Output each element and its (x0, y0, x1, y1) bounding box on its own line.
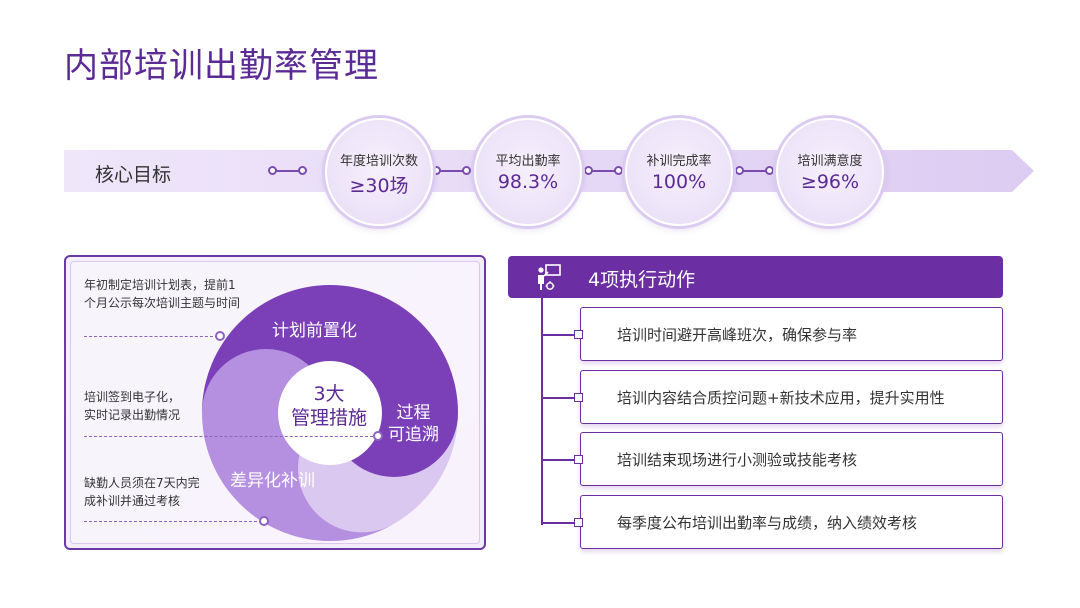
goal-value: 100% (651, 171, 707, 193)
center-label-line2: 管理措施 (290, 407, 367, 429)
goal-label: 年度培训次数 (339, 154, 418, 169)
note-plan: 年初制定培训计划表，提前1个月公示每次培训主题与时间 (84, 278, 241, 310)
connector-line (273, 170, 303, 172)
note-plan-leader (84, 336, 218, 337)
note-process-leader (84, 436, 378, 437)
tree-branch (541, 397, 578, 399)
center-label: 3大 管理措施 (280, 382, 378, 430)
connector-line (740, 170, 770, 172)
goal-value: ≥30场 (349, 175, 409, 197)
goal-circle-training-count: 年度培训次数 ≥30场 (325, 118, 433, 226)
action-text: 每季度公布培训出勤率与成绩，纳入绩效考核 (617, 514, 918, 532)
connector-dot (614, 166, 623, 175)
action-item: 培训时间避开高峰班次，确保参与率 (580, 307, 1003, 361)
goal-label: 平均出勤率 (495, 154, 561, 169)
actions-header: 4项执行动作 (508, 256, 1003, 298)
segment-label-plan: 计划前置化 (272, 321, 357, 341)
goal-value: ≥96% (800, 171, 860, 193)
connector-dot (298, 166, 307, 175)
connector-dot (584, 166, 593, 175)
action-item: 培训内容结合质控问题+新技术应用，提升实用性 (580, 370, 1003, 424)
connector-dot (462, 166, 471, 175)
action-text: 培训结束现场进行小测验或技能考核 (617, 451, 858, 469)
tree-node-square (574, 518, 583, 527)
note-process-dot (373, 431, 383, 441)
segment-label-process: 过程 可追溯 (388, 402, 439, 446)
tree-trunk (541, 298, 543, 525)
segment-label-process-line2: 可追溯 (388, 425, 439, 445)
note-plan-dot (215, 331, 225, 341)
connector-dot (432, 166, 441, 175)
center-label-line1: 3大 (313, 383, 345, 405)
goal-band-label: 核心目标 (95, 164, 172, 186)
goal-value: 98.3% (497, 171, 559, 193)
goal-label: 补训完成率 (646, 154, 712, 169)
note-makeup-dot (259, 516, 269, 526)
goal-label: 培训满意度 (797, 154, 863, 169)
connector-line (589, 170, 619, 172)
actions-title: 4项执行动作 (588, 269, 696, 291)
segment-label-makeup: 差异化补训 (230, 471, 315, 491)
tree-branch (541, 459, 578, 461)
goal-circle-makeup-rate: 补训完成率 100% (625, 118, 733, 226)
tree-branch (541, 522, 578, 524)
tree-branch (541, 334, 578, 336)
action-item: 培训结束现场进行小测验或技能考核 (580, 432, 1003, 486)
connector-dot (765, 166, 774, 175)
page-title: 内部培训出勤率管理 (64, 46, 379, 86)
tree-node-square (574, 330, 583, 339)
segment-label-process-line1: 过程 (396, 403, 431, 423)
goal-circle-attendance: 平均出勤率 98.3% (474, 118, 582, 226)
connector-dot (735, 166, 744, 175)
presenter-icon (534, 262, 564, 296)
action-text: 培训内容结合质控问题+新技术应用，提升实用性 (617, 389, 945, 407)
action-text: 培训时间避开高峰班次，确保参与率 (617, 326, 858, 344)
connector-dot (268, 166, 277, 175)
action-item: 每季度公布培训出勤率与成绩，纳入绩效考核 (580, 495, 1003, 549)
note-makeup: 缺勤人员须在7天内完成补训并通过考核 (84, 476, 200, 508)
connector-line (437, 170, 467, 172)
goal-circle-satisfaction: 培训满意度 ≥96% (776, 118, 884, 226)
tree-node-square (574, 455, 583, 464)
note-makeup-leader (84, 521, 262, 522)
note-process: 培训签到电子化，实时记录出勤情况 (84, 390, 181, 422)
measures-swirl-diagram (202, 285, 458, 541)
tree-node-square (574, 393, 583, 402)
